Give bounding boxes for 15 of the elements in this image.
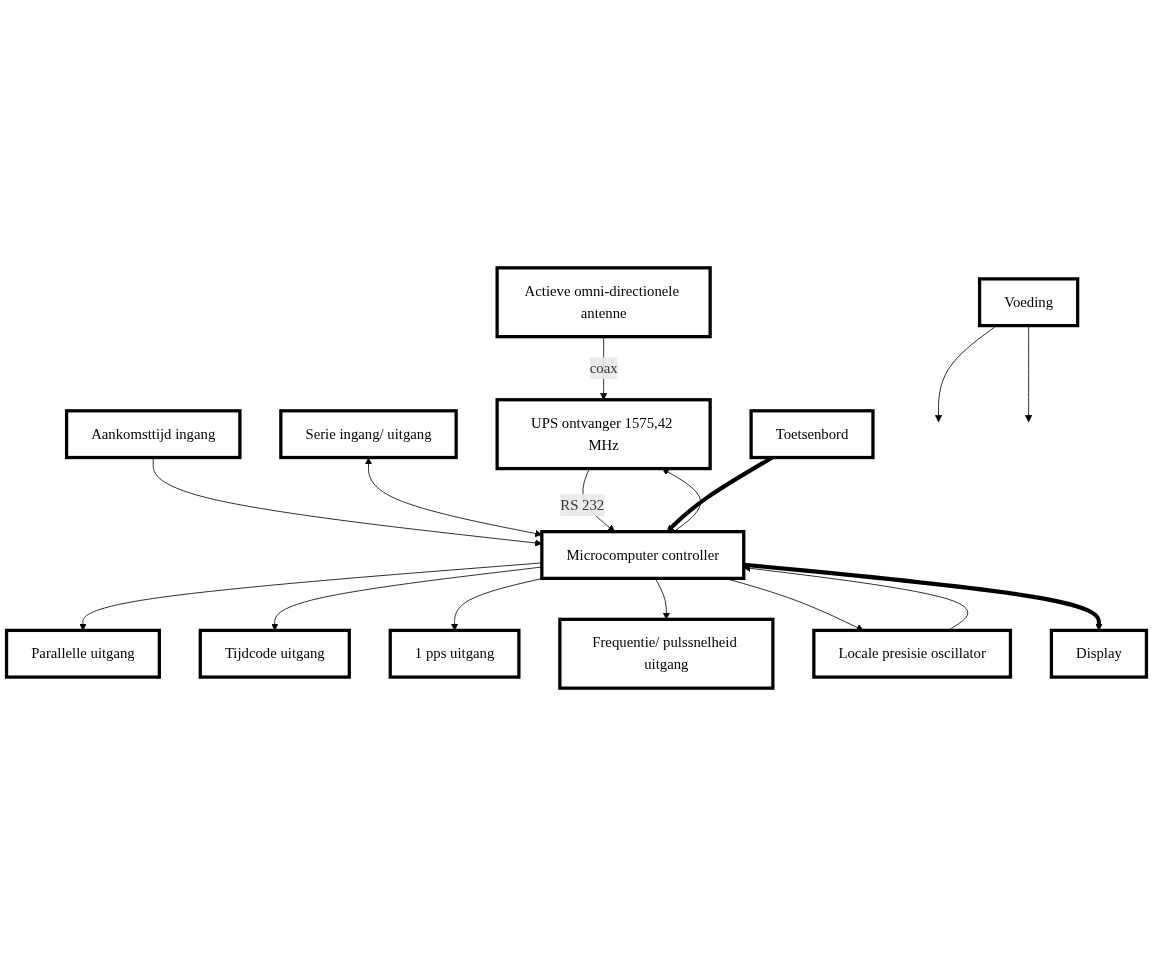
node-box: Microcomputer controller xyxy=(540,530,746,580)
edge-label: coax xyxy=(589,359,618,376)
node-box: Frequentie/ pulssnelheid uitgang xyxy=(558,617,775,690)
node-box: Aankomsttijd ingang xyxy=(64,409,242,460)
node-box: UPS ontvanger 1575,42 MHz xyxy=(495,398,712,471)
node-box: Locale presisie oscillator xyxy=(812,628,1013,679)
node-box: Display xyxy=(1049,628,1149,679)
node-box: 1 pps uitgang xyxy=(388,628,521,679)
edge-label: RS 232 xyxy=(560,496,605,513)
node-box: Tijdcode uitgang xyxy=(198,628,351,679)
node-box: Parallelle uitgang xyxy=(4,628,161,679)
node-box: Serie ingang/ uitgang xyxy=(279,409,458,460)
node-box: Toetsenbord xyxy=(749,409,875,460)
node-box: Voeding xyxy=(977,277,1080,328)
node-box: Actieve omni-directionele antenne xyxy=(495,266,712,339)
